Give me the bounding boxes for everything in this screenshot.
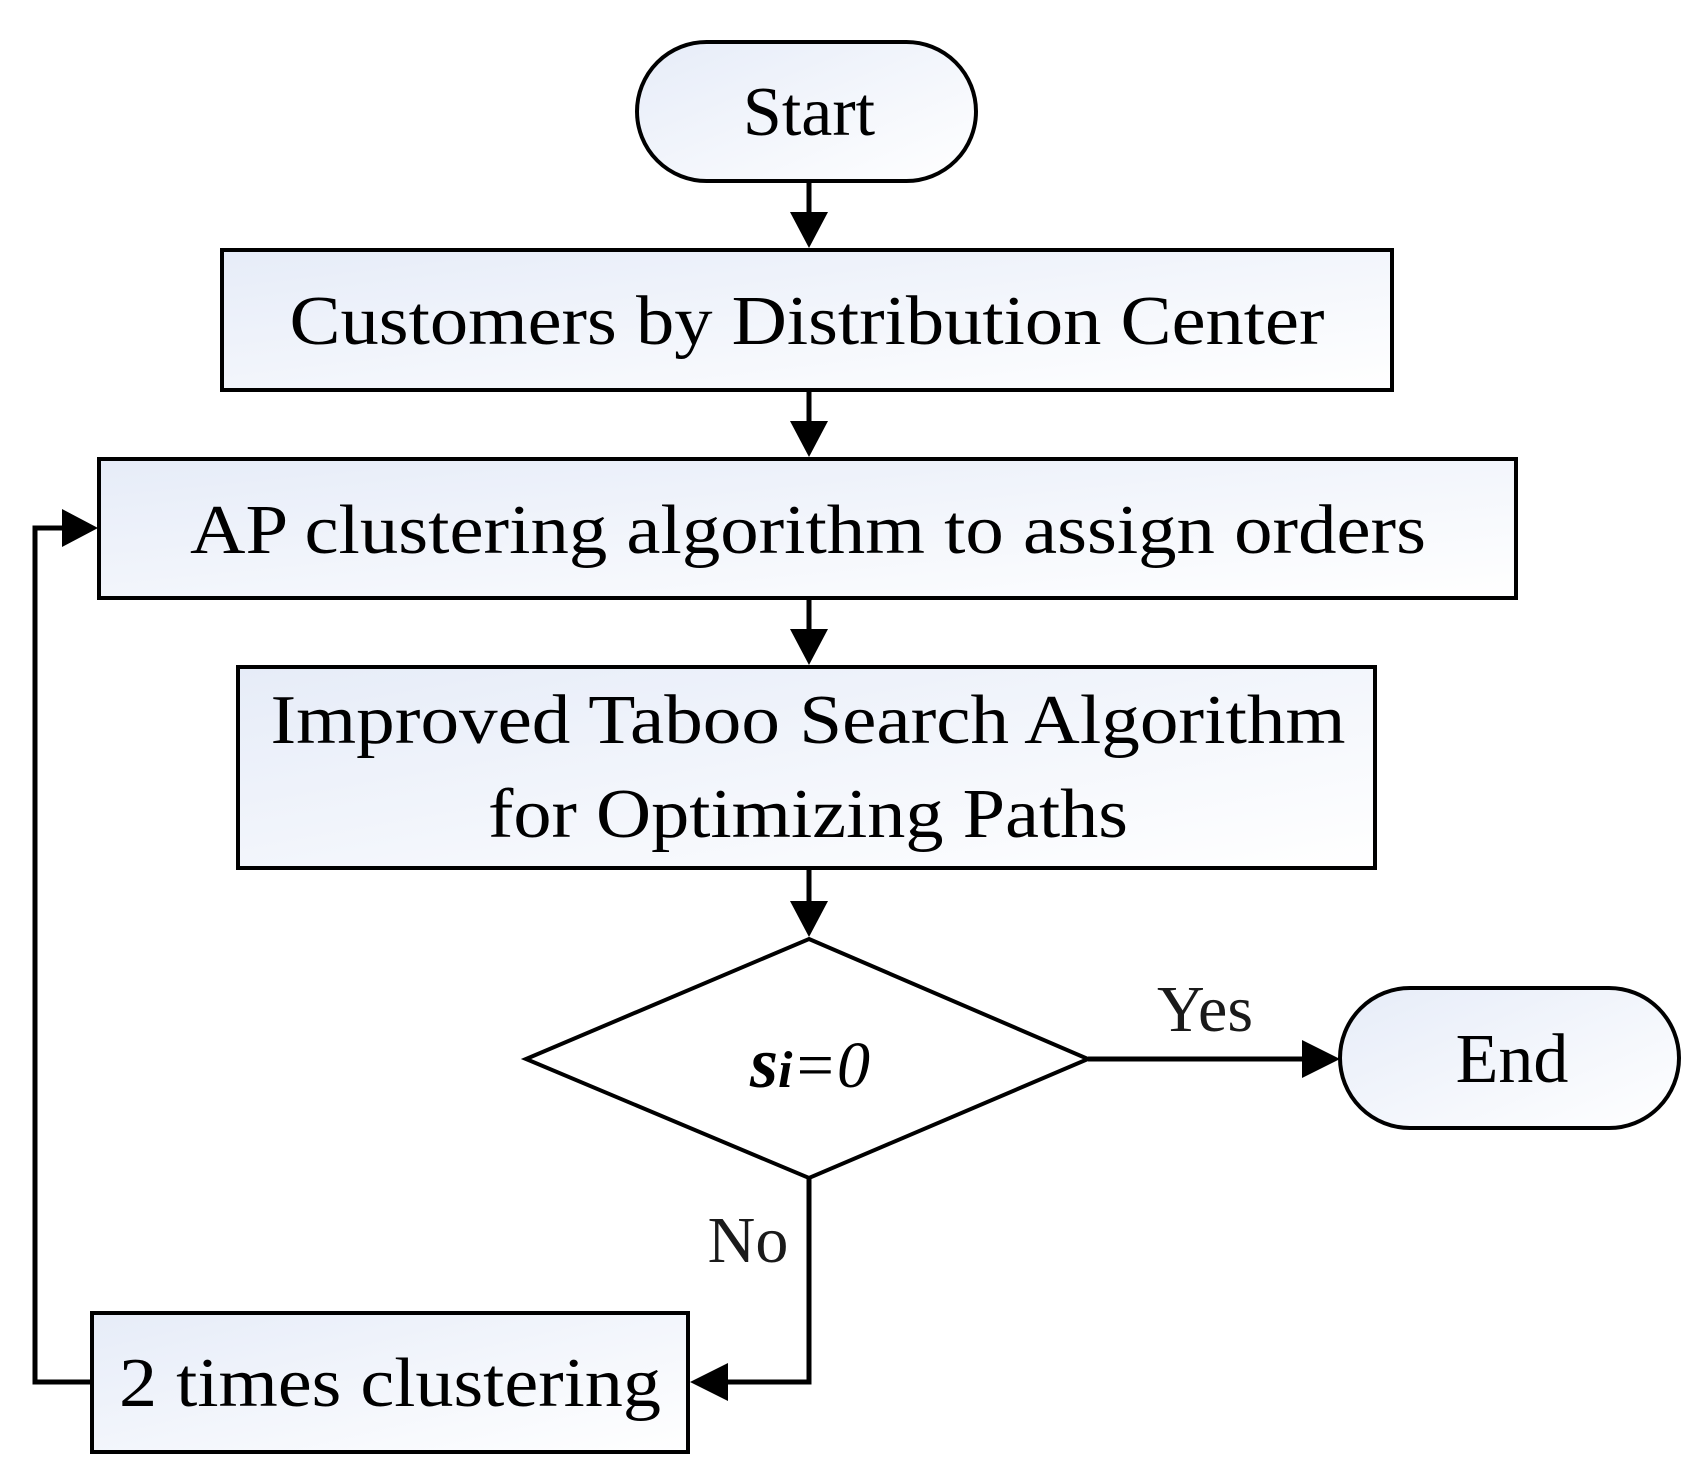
- customers-by-distribution-center-label: Customers by Distribution Center: [290, 283, 1325, 360]
- decision-variable: s: [749, 1023, 778, 1103]
- ap-clustering-label: AP clustering algorithm to assign orders: [190, 492, 1426, 569]
- yes-label: Yes: [1157, 973, 1253, 1046]
- end-node: End: [1338, 986, 1681, 1130]
- edge-start-to-customers: [790, 182, 828, 248]
- edge-decision-no-to-loop: [690, 1179, 812, 1401]
- taboo-search-label-line2: for Optimizing Paths: [488, 776, 1128, 853]
- edge-decision-yes-to-end: [1088, 1040, 1340, 1078]
- taboo-search-label-line1: Improved Taboo Search Algorithm: [271, 682, 1346, 759]
- start-label: Start: [743, 74, 876, 151]
- start-node: Start: [635, 40, 978, 183]
- two-times-clustering-box: 2 times clustering: [90, 1311, 690, 1454]
- two-times-clustering-label: 2 times clustering: [119, 1345, 661, 1422]
- ap-clustering-box: AP clustering algorithm to assign orders: [97, 457, 1518, 600]
- customers-by-distribution-center-box: Customers by Distribution Center: [220, 248, 1394, 392]
- no-label: No: [708, 1204, 789, 1277]
- edge-loop-back-to-ap-clustering: [32, 509, 98, 1385]
- edge-ap-clustering-to-taboo-search: [790, 599, 828, 665]
- edge-customers-to-ap-clustering: [790, 391, 828, 457]
- decision-value: =0: [792, 1029, 870, 1102]
- end-label: End: [1456, 1021, 1569, 1098]
- decision-condition: si=0: [749, 1023, 870, 1103]
- decision-subscript: i: [778, 1042, 793, 1099]
- edge-taboo-search-to-decision: [790, 869, 828, 937]
- taboo-search-box: Improved Taboo Search Algorithm for Opti…: [236, 665, 1377, 870]
- decision-diamond: si=0: [520, 936, 1094, 1181]
